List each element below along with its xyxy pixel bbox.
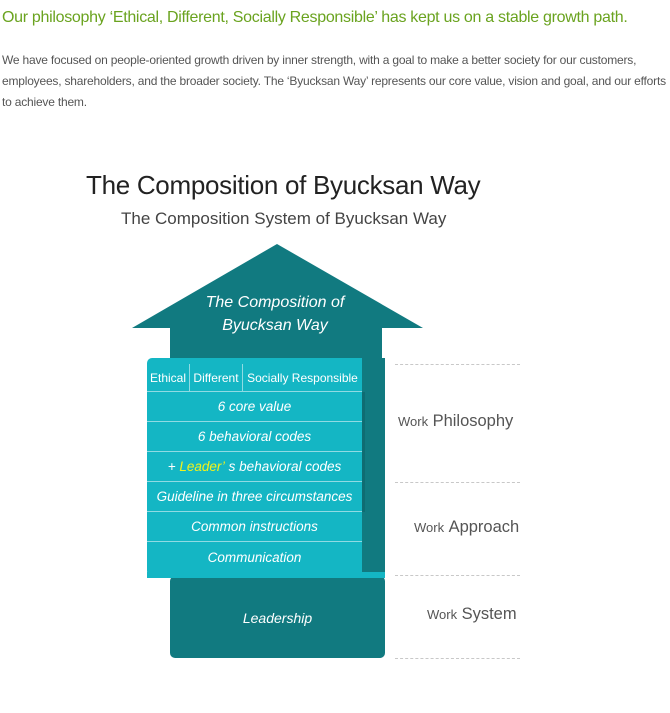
work-system-small: Work xyxy=(427,607,458,622)
work-approach-big: Approach xyxy=(448,518,520,536)
divider-approach-system xyxy=(395,575,520,576)
leader-prefix: + xyxy=(167,459,180,474)
diagram-subtitle: The Composition System of Byucksan Way xyxy=(121,209,447,228)
row-behavioral-codes: 6 behavioral codes xyxy=(147,422,362,452)
arrow-label-line2: Byucksan Way xyxy=(222,317,328,334)
headline: Our philosophy ‘Ethical, Different, Soci… xyxy=(2,9,628,26)
divider-bottom xyxy=(395,658,520,659)
philosophy-cell-socially-responsible: Socially Responsible xyxy=(247,370,358,385)
arrow-body-edge xyxy=(362,358,385,576)
row-leader-codes: + Leader’ s behavioral codes xyxy=(147,452,362,482)
work-system-big: System xyxy=(461,605,517,623)
work-philosophy-big: Philosophy xyxy=(432,412,514,430)
work-philosophy-small: Work xyxy=(398,414,429,429)
arrow-label-line1: The Composition of xyxy=(205,294,345,311)
intro-paragraph: We have focused on people-oriented growt… xyxy=(2,53,666,109)
leadership-label: Leadership xyxy=(242,610,313,626)
philosophy-row: Ethical Different Socially Responsible xyxy=(147,364,362,392)
arrow-body-inner xyxy=(362,392,365,512)
row-core-value: 6 core value xyxy=(147,392,362,422)
diagram-title: The Composition of Byucksan Way xyxy=(86,170,481,200)
leadership-block xyxy=(170,576,385,658)
divider-philosophy-approach xyxy=(395,482,520,483)
leadership-top xyxy=(147,572,385,578)
divider-top xyxy=(395,364,520,365)
work-approach-small: Work xyxy=(414,520,445,535)
row-common-instructions: Common instructions xyxy=(147,512,362,542)
work-philosophy-label: Work Philosophy xyxy=(398,412,513,431)
row-communication: Communication xyxy=(207,549,302,565)
work-system-label: Work System xyxy=(427,605,517,624)
philosophy-cell-different: Different xyxy=(190,364,243,391)
arrow-body xyxy=(147,358,385,576)
row-guideline: Guideline in three circumstances xyxy=(147,482,362,512)
philosophy-cell-ethical: Ethical xyxy=(147,364,190,391)
leader-word: Leader’ xyxy=(179,459,225,474)
work-approach-label: Work Approach xyxy=(414,518,519,537)
leader-suffix: s behavioral codes xyxy=(224,459,342,474)
arrow-label: The Composition of Byucksan Way xyxy=(175,291,375,337)
arrow-head xyxy=(132,244,423,358)
